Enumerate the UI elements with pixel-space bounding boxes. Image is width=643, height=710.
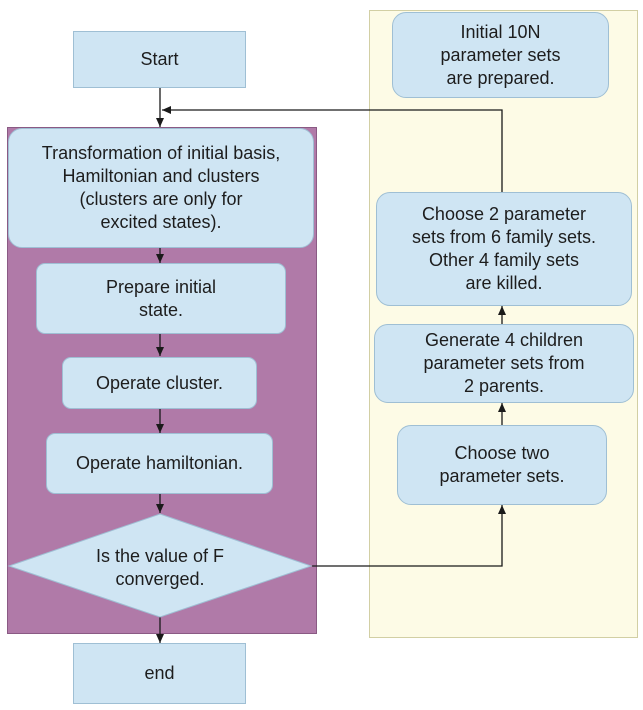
arrow-loop-back-to-transformation [162,106,503,192]
initial-sets-node: Initial 10N parameter sets are prepared. [392,12,609,98]
operate-hamiltonian-node: Operate hamiltonian. [46,433,273,494]
choose-two-node: Choose two parameter sets. [397,425,607,505]
arrow-decision-to-choose-two [312,505,506,567]
prepare-state-node: Prepare initial state. [36,263,286,334]
decision-label: Is the value of F converged. [95,546,225,589]
operate-cluster-node: Operate cluster. [62,357,257,409]
start-node: Start [73,31,246,88]
transformation-node: Transformation of initial basis, Hamilto… [8,128,314,248]
generate-children-node: Generate 4 children parameter sets from … [374,324,634,403]
choose-from-six-node: Choose 2 parameter sets from 6 family se… [376,192,632,306]
decision-diamond [7,513,313,618]
end-node: end [73,643,246,704]
